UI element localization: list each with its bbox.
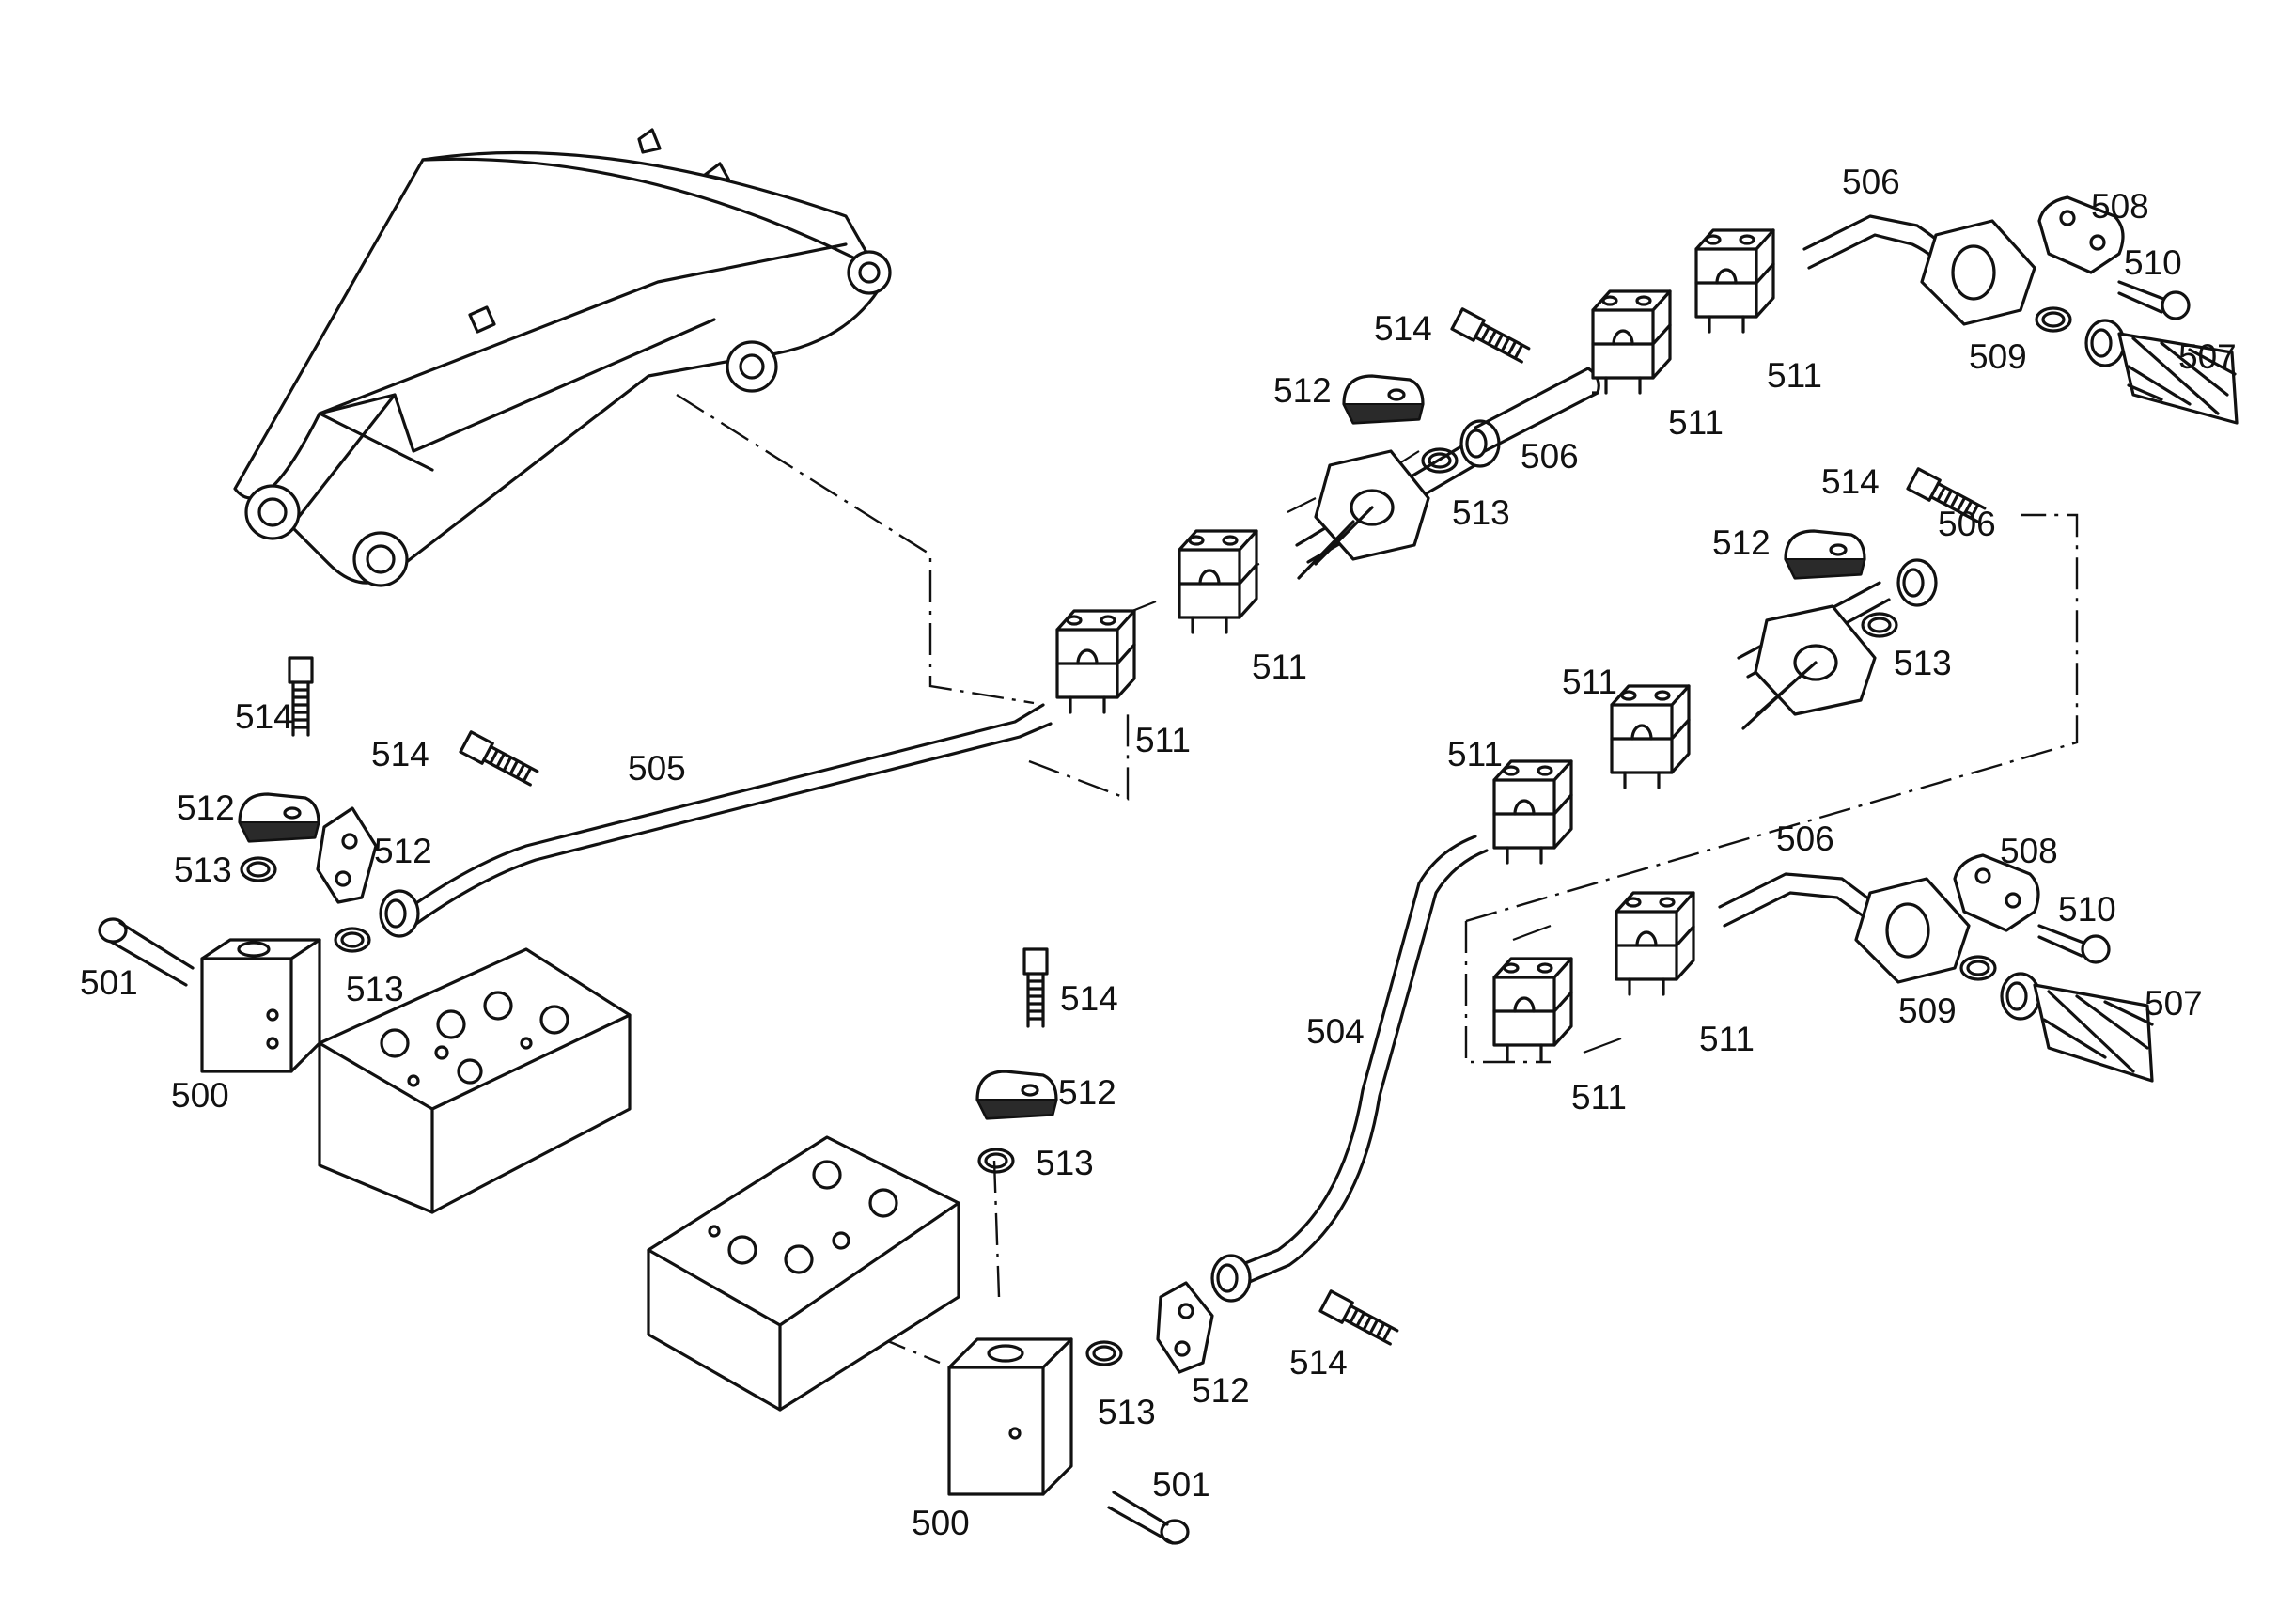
clamp-block-511-d — [1694, 228, 1775, 334]
label-514-a: 514 — [1374, 309, 1432, 348]
half-clamp-512-f — [1156, 1281, 1214, 1374]
part-labels: 500 500 501 501 504 505 506 506 506 506 … — [80, 163, 2237, 1542]
label-514-d: 514 — [371, 735, 429, 773]
bolt-514-d — [459, 730, 541, 790]
clamp-block-511-e — [1492, 759, 1573, 865]
boom-arm — [233, 128, 892, 587]
clamp-block-511-g — [1492, 957, 1573, 1062]
label-500-right: 500 — [912, 1504, 970, 1542]
half-clamp-512-d — [975, 1070, 1058, 1120]
tube-506-straight-upper — [1474, 367, 1600, 453]
o-ring-513-c — [240, 856, 277, 882]
label-511-b: 511 — [1252, 648, 1307, 686]
valve-manifold-left — [318, 947, 632, 1214]
bolt-510-right — [2037, 924, 2111, 964]
label-512-d: 512 — [374, 832, 432, 870]
hose-507-top — [2035, 306, 2239, 425]
label-513-a: 513 — [1452, 493, 1510, 532]
label-513-d: 513 — [346, 970, 404, 1008]
label-511-c: 511 — [1668, 403, 1724, 442]
bolt-510-top — [2117, 280, 2191, 320]
adapter-block-left — [200, 938, 321, 1073]
label-513-e: 513 — [1036, 1144, 1094, 1182]
bolt-501-right — [1107, 1491, 1190, 1545]
label-514-c: 514 — [235, 697, 293, 736]
label-508-a: 508 — [2091, 187, 2149, 226]
hose-507-right — [1959, 955, 2154, 1083]
label-504: 504 — [1306, 1012, 1365, 1051]
label-511-h: 511 — [1571, 1078, 1627, 1116]
flange-508-top — [2037, 195, 2125, 274]
label-511-e: 511 — [1562, 663, 1617, 701]
label-514-e: 514 — [1060, 979, 1118, 1018]
half-clamp-512-b — [1784, 529, 1866, 580]
label-506-a: 506 — [1842, 163, 1900, 201]
o-ring-513-e — [977, 1148, 1015, 1174]
label-512-b: 512 — [1712, 523, 1771, 562]
label-507-a: 507 — [2178, 337, 2237, 376]
half-clamp-512-a — [1342, 374, 1425, 425]
clamp-block-511-a — [1055, 609, 1136, 714]
label-511-g: 511 — [1699, 1020, 1755, 1058]
bolt-514-a — [1450, 307, 1533, 367]
adapter-block-right — [947, 1337, 1073, 1496]
label-512-a: 512 — [1273, 371, 1332, 410]
label-511-f: 511 — [1447, 735, 1503, 773]
bolt-501-left — [98, 917, 195, 987]
label-506-b: 506 — [1521, 437, 1579, 476]
clamp-block-511-c — [1591, 289, 1672, 395]
label-511-d: 511 — [1767, 356, 1822, 395]
o-ring-513-b — [1861, 612, 1898, 638]
tube-504 — [1210, 835, 1489, 1303]
clamp-block-511-b — [1178, 529, 1258, 634]
o-ring-513-d — [334, 927, 371, 953]
elbow-506-right — [1718, 872, 1971, 984]
label-506-c: 506 — [1938, 505, 1996, 543]
label-513-f: 513 — [1098, 1393, 1156, 1431]
label-512-c: 512 — [177, 789, 235, 827]
valve-manifold-right — [647, 1135, 960, 1412]
flange-508-right — [1953, 853, 2040, 932]
label-501-right: 501 — [1152, 1465, 1210, 1504]
clamp-block-511-h — [1615, 891, 1695, 996]
label-512-e: 512 — [1058, 1073, 1116, 1112]
label-509-b: 509 — [1898, 992, 1957, 1030]
label-511-a: 511 — [1135, 721, 1191, 759]
label-510-a: 510 — [2124, 243, 2182, 282]
label-512-f: 512 — [1192, 1371, 1250, 1410]
bolt-514-f — [1318, 1289, 1401, 1350]
label-500-left: 500 — [171, 1076, 229, 1115]
tube-506-lower — [1737, 558, 1938, 730]
half-clamp-512-e — [316, 806, 378, 904]
label-514-f: 514 — [1289, 1343, 1348, 1382]
label-514-b: 514 — [1821, 462, 1880, 501]
label-505: 505 — [628, 749, 686, 788]
label-507-b: 507 — [2145, 984, 2203, 1023]
tube-506-upper — [1295, 419, 1501, 580]
bolt-514-e — [1022, 947, 1049, 1028]
half-clamp-512-c — [238, 792, 320, 843]
label-510-b: 510 — [2058, 890, 2116, 929]
clamp-block-511-f — [1610, 684, 1691, 789]
label-513-b: 513 — [1894, 644, 1952, 682]
o-ring-513-f — [1085, 1340, 1123, 1366]
label-513-c: 513 — [174, 851, 232, 889]
label-506-d: 506 — [1776, 820, 1834, 858]
label-509-a: 509 — [1969, 337, 2027, 376]
label-508-b: 508 — [2000, 832, 2058, 870]
tube-505 — [379, 703, 1053, 938]
elbow-506-top — [1802, 214, 2036, 326]
label-501-left: 501 — [80, 963, 138, 1002]
